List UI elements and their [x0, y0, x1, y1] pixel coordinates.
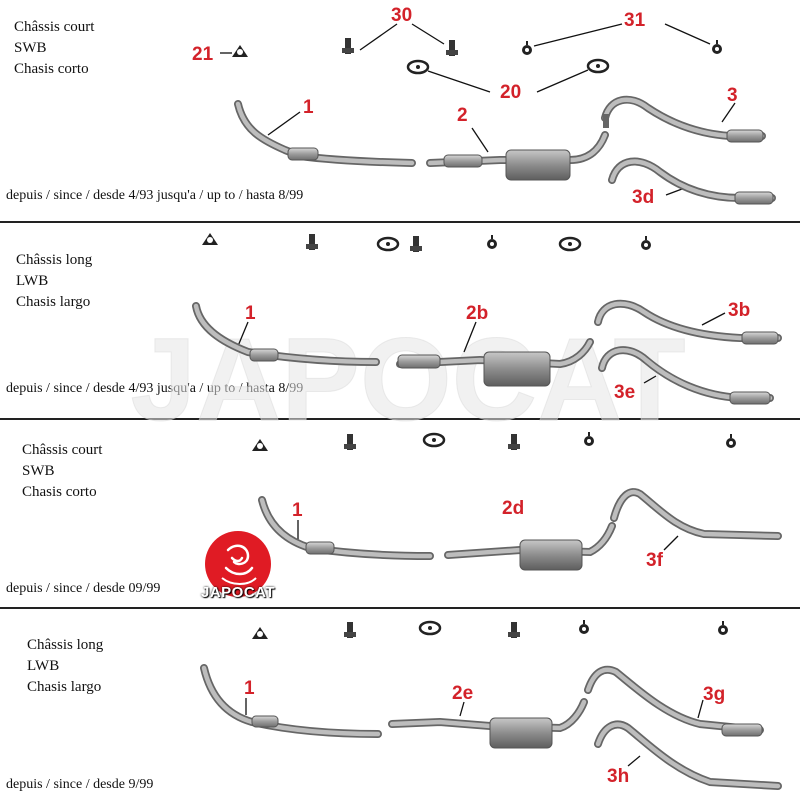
chassis-label-4: Châssis long LWB Chasis largo	[27, 635, 103, 698]
flange-gasket-icon	[422, 432, 446, 448]
muffler-box	[489, 717, 553, 749]
part-callout: 31	[624, 10, 646, 31]
pipe-clamp	[603, 114, 609, 128]
date-range-2: depuis / since / desde 4/93 jusqu'a / up…	[6, 381, 304, 396]
chassis-label-2: Châssis long LWB Chasis largo	[16, 250, 92, 313]
exhaust-pipe	[234, 95, 776, 202]
part-callout: 2	[457, 105, 468, 126]
panel-separator	[0, 607, 800, 609]
part-callout: 3	[727, 85, 738, 106]
tail-silencer	[726, 129, 764, 143]
part-callout: 2b	[466, 303, 488, 324]
rubber-mount-icon	[641, 236, 651, 250]
chassis-es: Chasis corto	[14, 61, 89, 77]
leader-lines	[237, 312, 726, 384]
rubber-mount-icon	[522, 41, 532, 55]
part-callout: 3b	[728, 300, 750, 321]
part-callout: 1	[244, 678, 255, 699]
tail-silencer	[721, 723, 763, 737]
japocat-logo	[205, 531, 271, 597]
chassis-es: Chasis largo	[27, 679, 102, 695]
part-callout: 2e	[452, 683, 473, 704]
chassis-en: SWB	[22, 463, 55, 479]
chassis-fr: Châssis long	[27, 637, 104, 653]
bracket-icon	[446, 40, 458, 56]
chassis-fr: Châssis court	[22, 442, 103, 458]
rubber-mount-icon	[718, 621, 728, 635]
flange-gasket-icon	[586, 58, 610, 74]
chassis-fr: Châssis court	[14, 19, 95, 35]
rubber-mount-icon	[712, 40, 722, 54]
tail-silencer	[734, 191, 774, 205]
bracket-icon	[306, 234, 318, 250]
tail-silencer	[729, 391, 771, 405]
rubber-mount-icon	[487, 235, 497, 249]
leader-lines	[297, 520, 679, 551]
part-callout: 30	[391, 5, 412, 26]
part-callout: 3f	[646, 550, 664, 571]
gasket-icon	[202, 233, 218, 245]
chassis-label-3: Châssis court SWB Chasis corto	[22, 440, 102, 503]
part-callout: 21	[192, 44, 214, 65]
date-range-3: depuis / since / desde 09/99	[6, 581, 161, 596]
flange-gasket-icon	[418, 620, 442, 636]
chassis-en: LWB	[16, 273, 49, 289]
watermark: JAPOCAT	[130, 314, 685, 446]
leader-lines	[220, 23, 736, 196]
chassis-es: Chasis largo	[16, 294, 91, 310]
panel-separator	[0, 418, 800, 420]
flange-gasket-icon	[406, 59, 430, 75]
japocat-logo-text: JAPOCAT	[201, 584, 276, 601]
catalytic-converter	[305, 541, 335, 555]
muffler-box	[519, 539, 583, 571]
flange-gasket-icon	[376, 236, 400, 252]
chassis-fr: Châssis long	[16, 252, 93, 268]
silencer-box	[443, 154, 483, 168]
catalytic-converter	[251, 715, 279, 728]
part-callout: 3g	[703, 684, 725, 705]
date-range-4: depuis / since / desde 9/99	[6, 777, 154, 792]
part-callout: 2d	[502, 498, 524, 519]
chassis-es: Chasis corto	[22, 484, 97, 500]
chassis-label-1: Châssis court SWB Chasis corto	[14, 17, 94, 80]
part-callout: 3e	[614, 382, 635, 403]
flange-gasket-icon	[558, 236, 582, 252]
gasket-icon	[232, 45, 248, 57]
bracket-icon	[410, 236, 422, 252]
part-callout: 1	[245, 303, 256, 324]
leader-lines	[245, 698, 704, 767]
date-range-1: depuis / since / desde 4/93 jusqu'a / up…	[6, 188, 304, 203]
bracket-icon	[508, 622, 520, 638]
part-callout: 3h	[607, 766, 629, 787]
catalytic-converter	[287, 147, 319, 161]
part-callout: 1	[303, 97, 314, 118]
bracket-icon	[342, 38, 354, 54]
part-callout: 20	[500, 82, 521, 103]
bracket-icon	[344, 434, 356, 450]
part-callout: 1	[292, 500, 303, 521]
gasket-icon	[252, 627, 268, 639]
catalytic-converter	[249, 348, 279, 362]
rubber-mount-icon	[584, 432, 594, 446]
muffler-box	[483, 351, 551, 387]
bracket-icon	[344, 622, 356, 638]
panel-separator	[0, 221, 800, 223]
rubber-mount-icon	[579, 620, 589, 634]
tail-silencer	[741, 331, 779, 345]
bracket-icon	[508, 434, 520, 450]
silencer-box	[397, 354, 441, 369]
gasket-icon	[252, 439, 268, 451]
part-callout: 3d	[632, 187, 654, 208]
chassis-en: SWB	[14, 40, 47, 56]
exhaust-pipe	[192, 299, 782, 402]
rubber-mount-icon	[726, 434, 736, 448]
chassis-en: LWB	[27, 658, 60, 674]
muffler-box	[505, 149, 571, 181]
